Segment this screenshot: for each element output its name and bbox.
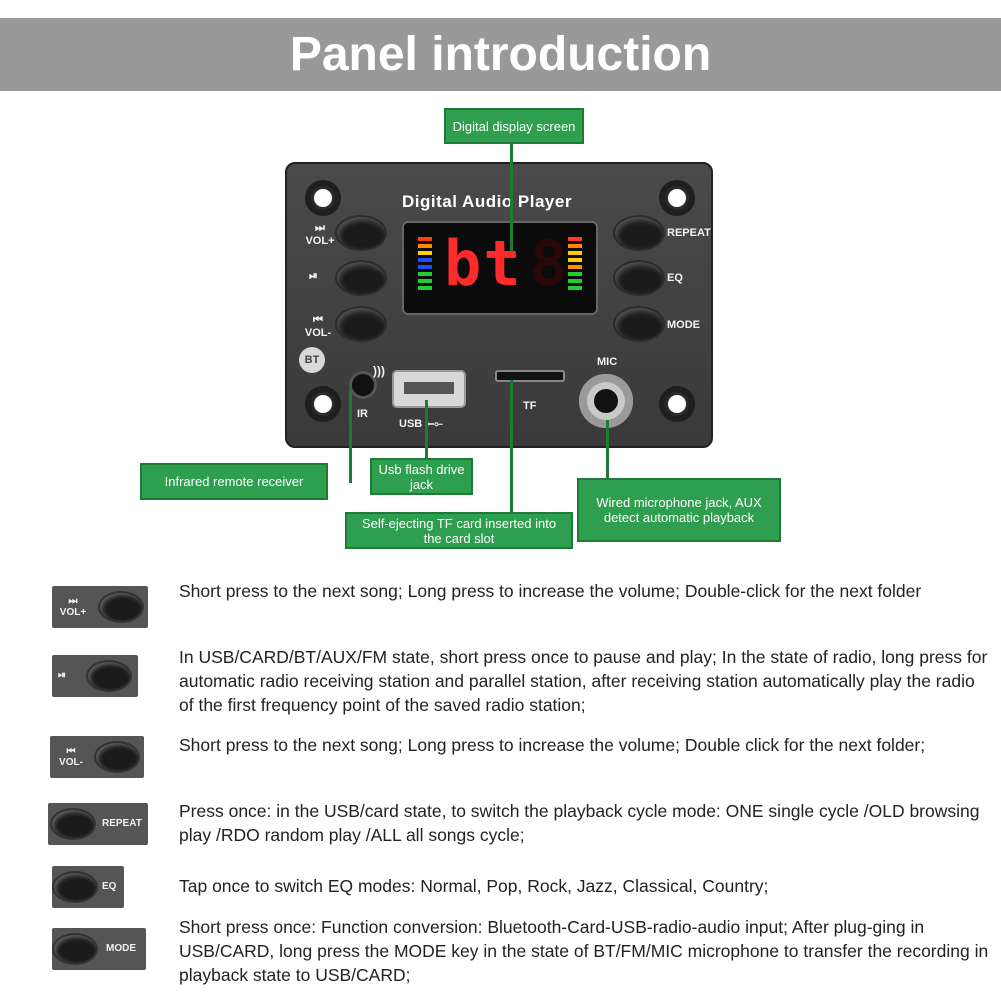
usb-label: USB ⭠⟜ (399, 418, 443, 430)
header-banner: Panel introduction (0, 18, 1001, 91)
repeat-description: Press once: in the USB/card state, to sw… (179, 801, 980, 845)
usb-callout: Usb flash drive jack (370, 458, 473, 495)
mode-label: MODE (667, 319, 700, 331)
mounting-hole-icon (305, 180, 341, 216)
panel-title: Digital Audio Player (402, 192, 572, 211)
ir-callout: Infrared remote receiver (140, 463, 328, 500)
prev-vol-down-button[interactable] (337, 308, 385, 340)
repeat-label: REPEAT (667, 227, 711, 239)
usb-symbol-icon: ⭠⟜ (425, 418, 443, 430)
audio-player-panel: Digital Audio Player ⏭ VOL+ ⏯ ⏮ VOL- bt … (285, 162, 713, 448)
play-pause-button[interactable] (337, 262, 385, 294)
vol-down-button-thumbnail: ⏮ VOL- (50, 736, 144, 778)
previous-track-icon: ⏮ (313, 314, 323, 326)
prev-vol-down-label: ⏮ VOL- (304, 314, 332, 339)
ir-receiver-icon (352, 374, 374, 396)
mic-callout: Wired microphone jack, AUX detect automa… (577, 478, 781, 542)
mode-button-thumbnail: MODE (52, 928, 146, 970)
next-track-icon: ⏭ (315, 222, 325, 234)
level-meter-right (568, 237, 582, 293)
display-callout: Digital display screen (444, 108, 584, 144)
mounting-hole-icon (659, 386, 695, 422)
mounting-hole-icon (305, 386, 341, 422)
signal-icon: ))) (373, 364, 385, 378)
mic-callout-line (606, 420, 609, 480)
play-pause-button-thumbnail: ⏯ (52, 655, 138, 697)
usb-callout-line (425, 400, 428, 460)
eq-description: Tap once to switch EQ modes: Normal, Pop… (179, 876, 769, 896)
display-callout-line (510, 140, 513, 252)
play-pause-icon: ⏯ (309, 270, 318, 282)
ir-label: IR (357, 408, 368, 420)
next-vol-up-label: ⏭ VOL+ (305, 222, 335, 247)
digital-display-screen: bt 8 (402, 221, 598, 315)
eq-label: EQ (667, 272, 683, 284)
vol-down-description: Short press to the next song; Long press… (179, 735, 926, 755)
microphone-jack[interactable] (579, 374, 633, 428)
mode-button[interactable] (615, 308, 663, 340)
tf-card-slot[interactable] (495, 370, 565, 382)
display-text: bt (444, 227, 523, 300)
mic-label: MIC (597, 356, 618, 368)
play-pause-description: In USB/CARD/BT/AUX/FM state, short press… (179, 647, 988, 715)
repeat-button-thumbnail: REPEAT (48, 803, 148, 845)
play-pause-icon: ⏯ (58, 670, 66, 681)
bluetooth-badge: BT (299, 347, 325, 373)
vol-up-button-thumbnail: ⏭ VOL+ (52, 586, 148, 628)
eq-button-thumbnail: EQ (52, 866, 124, 908)
tf-callout-line (510, 380, 513, 512)
mode-description: Short press once: Function conversion: B… (179, 917, 989, 985)
tf-label: TF (523, 400, 537, 412)
eq-button[interactable] (615, 262, 663, 294)
next-track-icon: ⏭ (68, 596, 78, 607)
ir-callout-line (349, 390, 352, 483)
repeat-button[interactable] (615, 217, 663, 249)
page-title: Panel introduction (289, 28, 712, 81)
previous-track-icon: ⏮ (66, 746, 76, 757)
level-meter-left (418, 237, 432, 293)
next-vol-up-button[interactable] (337, 217, 385, 249)
display-off-digit: 8 (530, 227, 568, 300)
vol-up-description: Short press to the next song; Long press… (179, 581, 922, 601)
usb-port[interactable] (392, 370, 466, 408)
mounting-hole-icon (659, 180, 695, 216)
tf-callout: Self-ejecting TF card inserted into the … (345, 512, 573, 549)
